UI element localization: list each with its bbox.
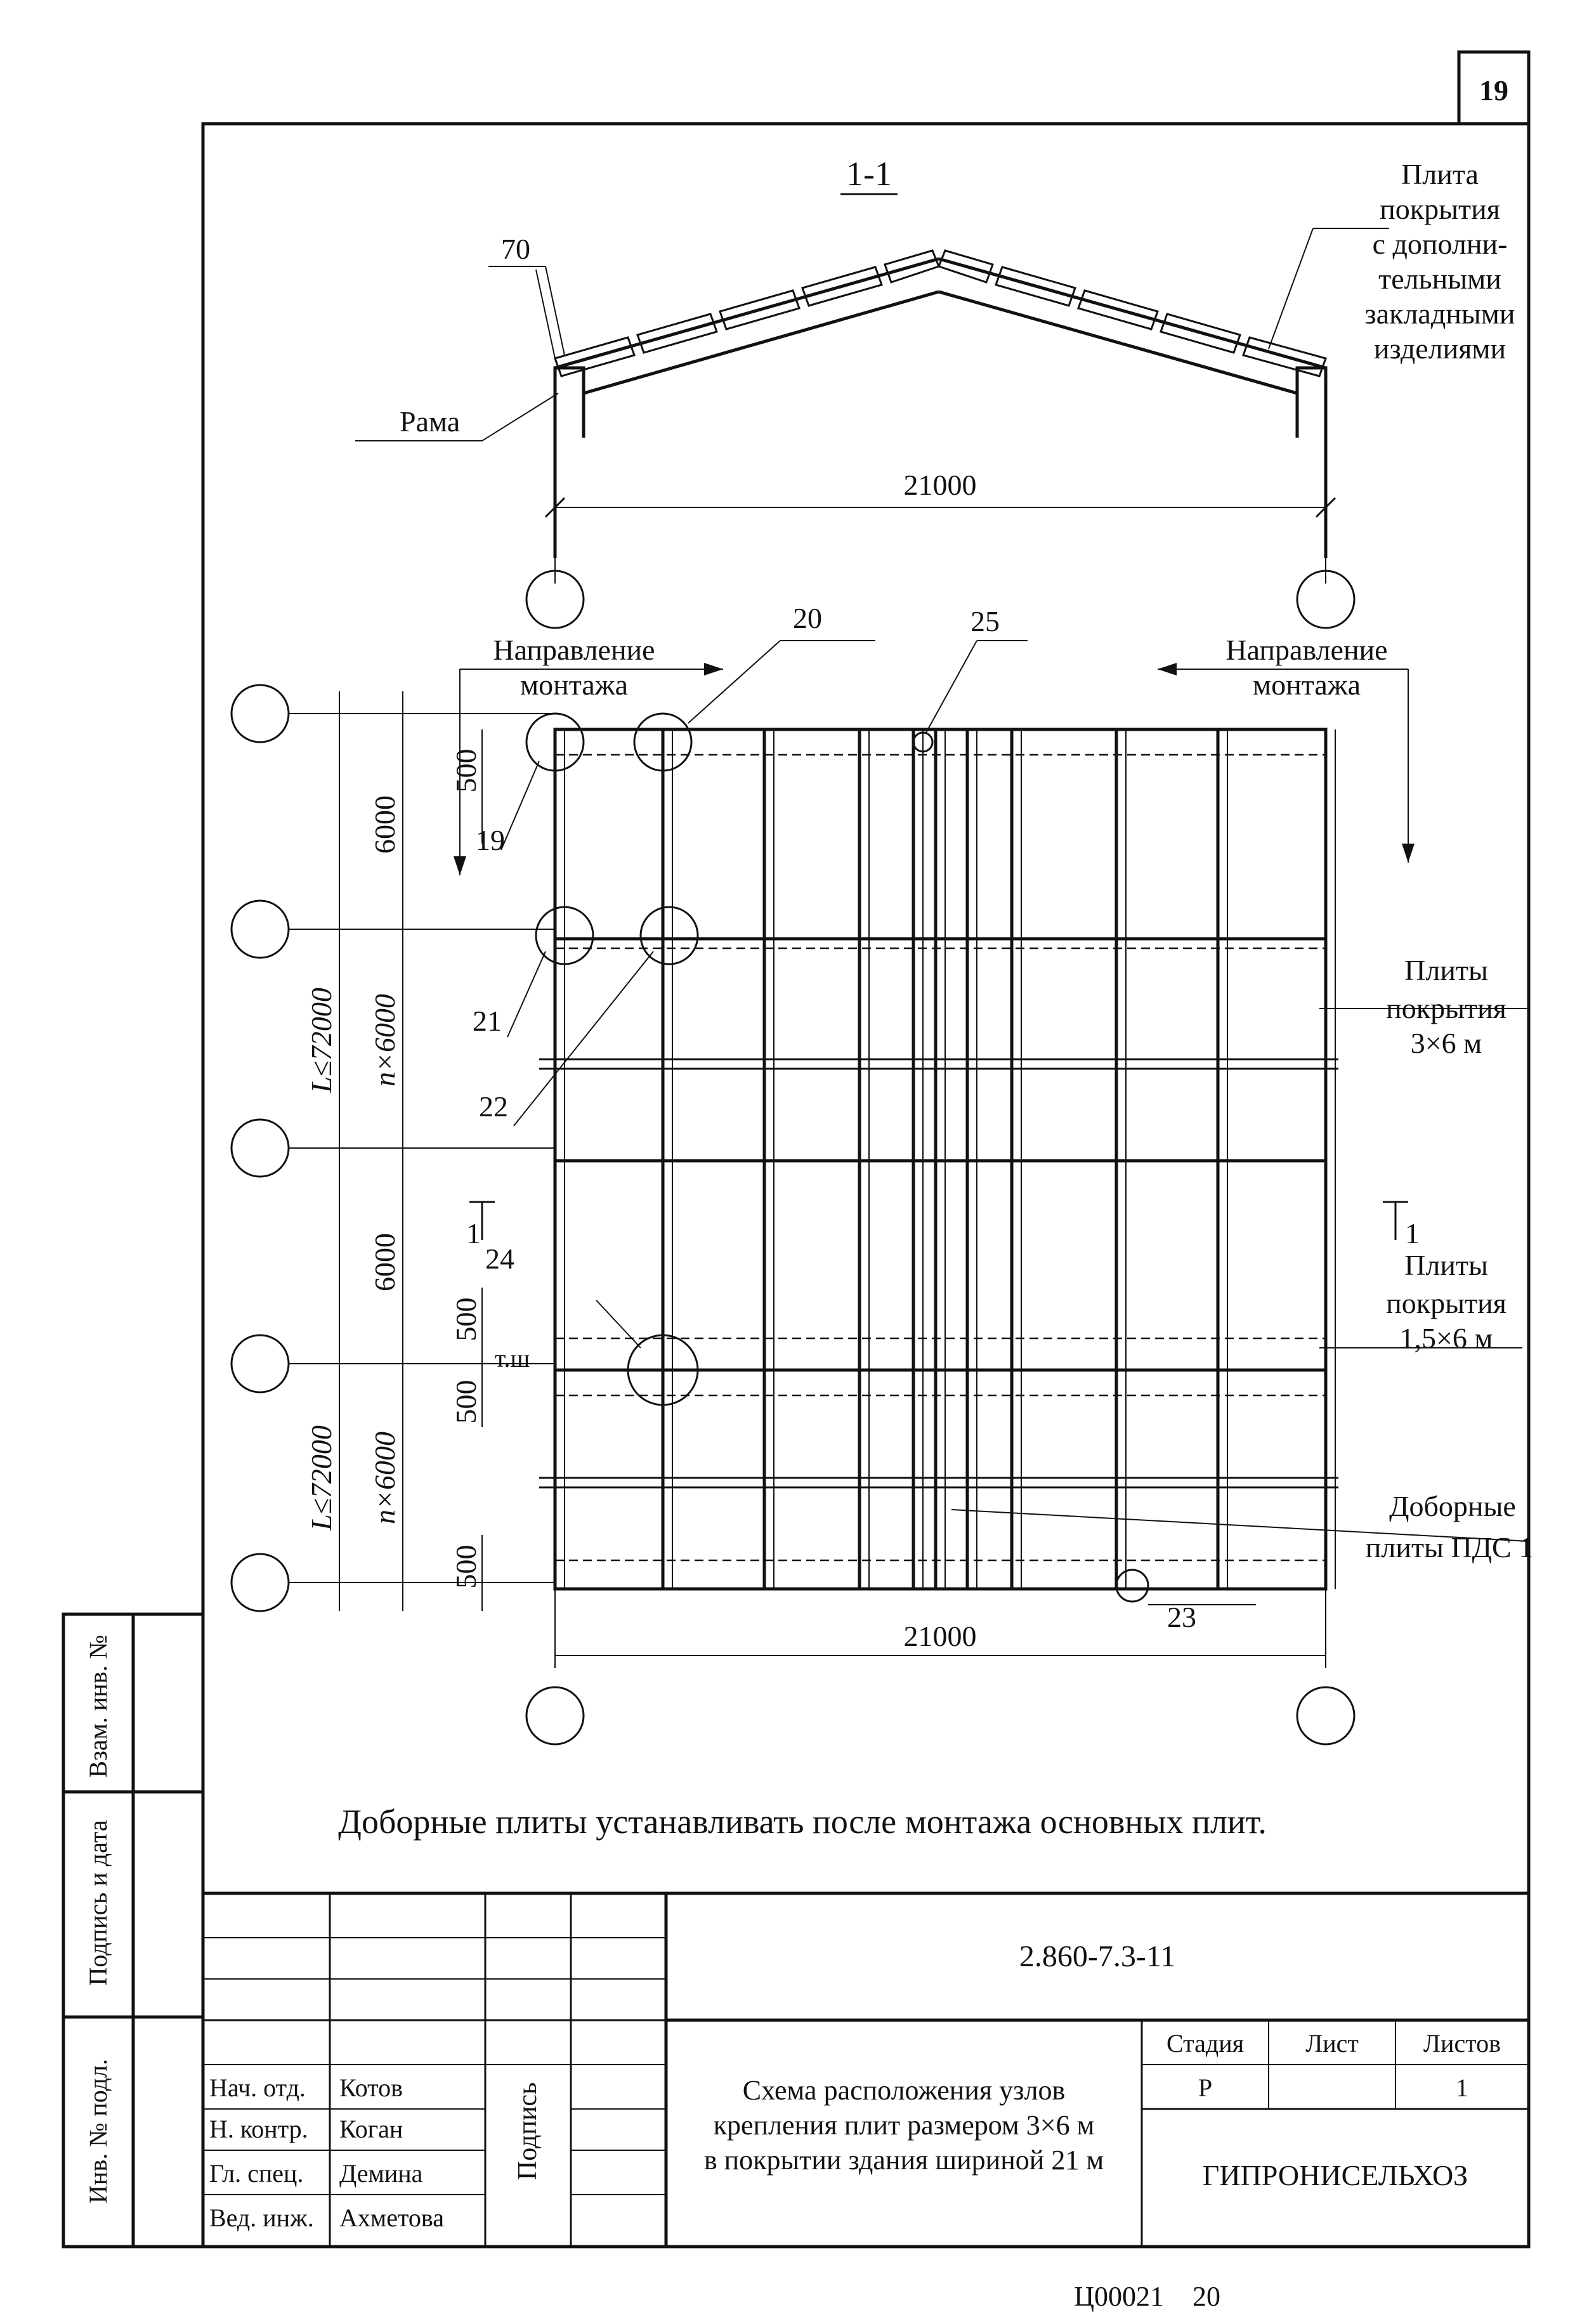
- svg-text:Доборные: Доборные: [1389, 1490, 1516, 1522]
- svg-text:Листов: Листов: [1423, 2029, 1501, 2058]
- node-19: 19: [476, 824, 505, 856]
- svg-text:Стадия: Стадия: [1167, 2029, 1244, 2058]
- role-0: Нач. отд.: [209, 2073, 306, 2102]
- note: Доборные плиты устанавливать после монта…: [338, 1803, 1267, 1841]
- svg-text:500: 500: [450, 1545, 482, 1589]
- svg-text:Направление: Направление: [1225, 634, 1387, 666]
- sheet-number-box: [1457, 50, 1531, 126]
- svg-text:L≤72000: L≤72000: [305, 1425, 337, 1531]
- svg-text:крепления плит размером 3×6 м: крепления плит размером 3×6 м: [714, 2110, 1095, 2141]
- node-23: 23: [1167, 1601, 1196, 1633]
- plate-note: Плита покрытия с дополни- тельными закла…: [1365, 158, 1515, 365]
- role-2: Гл. спец.: [209, 2159, 303, 2188]
- direction-left: Направление монтажа: [493, 634, 655, 701]
- svg-text:L≤72000: L≤72000: [305, 988, 337, 1093]
- stamp-inv-podl: Инв. № подл.: [84, 2059, 112, 2203]
- left-dimensions: 6000 n×6000 L≤72000 6000 n×6000 L≤72000 …: [305, 749, 530, 1589]
- stamp-vzam-inv: Взам. инв. №: [84, 1635, 112, 1777]
- svg-text:1,5×6 м: 1,5×6 м: [1399, 1322, 1493, 1354]
- section-label: 1-1: [846, 155, 892, 193]
- footer-code: Ц00021: [1074, 2281, 1164, 2312]
- title-block: [203, 1891, 1529, 2247]
- svg-text:покрытия: покрытия: [1380, 193, 1500, 225]
- node-25: 25: [970, 605, 1000, 637]
- svg-text:n×6000: n×6000: [369, 1432, 401, 1524]
- svg-text:закладными: закладными: [1365, 297, 1515, 330]
- svg-text:тельными: тельными: [1378, 263, 1501, 295]
- section-span-dim: 21000: [904, 469, 977, 501]
- svg-text:Лист: Лист: [1305, 2029, 1359, 2058]
- label-slabs-15x6: Плиты покрытия 1,5×6 м: [1386, 1249, 1506, 1354]
- side-stamp: Взам. инв. № Подпись и дата Инв. № подл.: [62, 1612, 205, 2249]
- svg-text:покрытия: покрытия: [1386, 992, 1506, 1024]
- node-21: 21: [473, 1005, 502, 1037]
- svg-text:6000: 6000: [369, 1233, 401, 1291]
- organization: ГИПРОНИСЕЛЬХОЗ: [1203, 2159, 1468, 2191]
- name-3: Ахметова: [339, 2203, 444, 2232]
- svg-text:Плиты: Плиты: [1404, 1249, 1488, 1281]
- node-24: 24: [485, 1243, 514, 1275]
- svg-text:Схема расположения узлов: Схема расположения узлов: [743, 2075, 1066, 2106]
- role-1: Н. контр.: [209, 2115, 308, 2143]
- svg-text:монтажа: монтажа: [1253, 669, 1361, 701]
- section-1-1-drawing: 70 21000: [355, 228, 1389, 629]
- svg-text:1: 1: [1456, 2073, 1468, 2102]
- svg-text:Плиты: Плиты: [1404, 954, 1488, 986]
- node-22: 22: [479, 1090, 508, 1123]
- sheet-number: 19: [1479, 74, 1508, 107]
- drawing-title: Схема расположения узлов крепления плит …: [704, 2075, 1104, 2176]
- dim-70: 70: [501, 233, 530, 265]
- signature-header: Подпись: [513, 2082, 542, 2180]
- roles-table: Нач. отд. Котов Н. контр. Коган Гл. спец…: [209, 2073, 444, 2232]
- name-1: Коган: [339, 2115, 403, 2143]
- label-slabs-3x6: Плиты покрытия 3×6 м: [1386, 954, 1506, 1059]
- svg-text:монтажа: монтажа: [520, 669, 628, 701]
- stamp-podpis-data: Подпись и дата: [84, 1820, 112, 1985]
- sheet-frame: [201, 122, 1531, 2249]
- section-mark-left: 1: [466, 1217, 481, 1250]
- svg-text:Р: Р: [1198, 2073, 1212, 2102]
- svg-text:в покрытии здания шириной 21 м: в покрытии здания шириной 21 м: [704, 2144, 1104, 2176]
- direction-right: Направление монтажа: [1225, 634, 1387, 701]
- section-mark-right: 1: [1405, 1217, 1420, 1250]
- frame-label: Рама: [400, 405, 460, 438]
- svg-text:n×6000: n×6000: [369, 994, 401, 1087]
- svg-text:покрытия: покрытия: [1386, 1287, 1506, 1319]
- node-numbers: 19 20 21 22 23 24 25: [473, 602, 1196, 1633]
- name-0: Котов: [339, 2073, 403, 2102]
- name-2: Демина: [339, 2159, 423, 2188]
- role-3: Вед. инж.: [209, 2203, 314, 2232]
- svg-text:изделиями: изделиями: [1374, 332, 1506, 365]
- footer-number: 20: [1193, 2281, 1220, 2312]
- plan-span-dim: 21000: [904, 1620, 977, 1652]
- plan-drawing: [230, 640, 1529, 1746]
- svg-text:плиты ПДС 1: плиты ПДС 1: [1366, 1531, 1533, 1563]
- svg-text:6000: 6000: [369, 795, 401, 854]
- svg-text:с дополни-: с дополни-: [1373, 228, 1508, 260]
- svg-text:500: 500: [450, 1380, 482, 1424]
- svg-text:500: 500: [450, 749, 482, 793]
- svg-text:500: 500: [450, 1298, 482, 1342]
- stage-table: Стадия Лист Листов Р 1: [1167, 2029, 1501, 2102]
- svg-text:3×6 м: 3×6 м: [1411, 1027, 1482, 1059]
- svg-text:Плита: Плита: [1401, 158, 1479, 190]
- label-extra-slabs: Доборные плиты ПДС 1: [1366, 1490, 1533, 1563]
- svg-text:т.ш: т.ш: [495, 1344, 530, 1373]
- node-20: 20: [793, 602, 822, 634]
- svg-text:Направление: Направление: [493, 634, 655, 666]
- doc-code: 2.860-7.3-11: [1019, 1940, 1175, 1973]
